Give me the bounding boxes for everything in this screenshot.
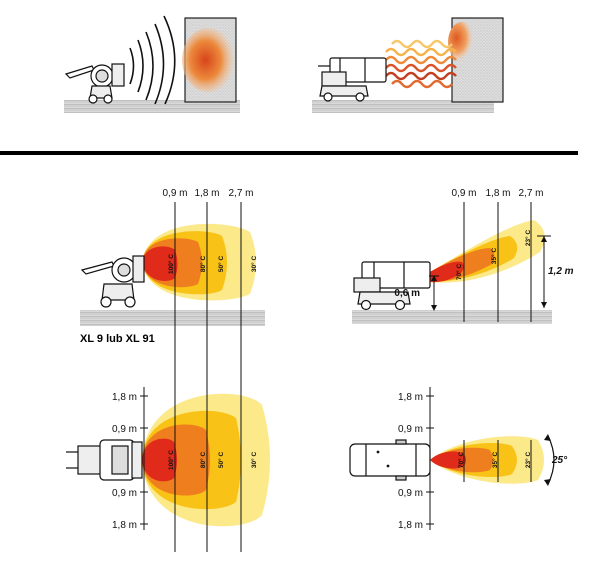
convection-heating-illustration [312, 17, 504, 113]
left-width-label-1: 1,8 m [112, 392, 137, 403]
temp-label-1: 100° C [167, 254, 175, 274]
temp-label-3: 50° C [217, 452, 225, 469]
height-dimension-high [537, 235, 551, 308]
left-distance-1: 0,9 m [162, 188, 187, 199]
right-distance-guides [429, 202, 532, 530]
right-width-label-3: 0,9 m [398, 488, 423, 499]
heat-glow [182, 28, 234, 92]
right-width-ticks [426, 395, 434, 525]
temp-label-2: 35° C [490, 248, 498, 265]
heat-zones [430, 220, 545, 283]
radiant-heater-icon [80, 255, 145, 308]
temp-label-4: 30° C [250, 452, 258, 469]
heat-zones [142, 223, 256, 301]
heat-zones [142, 393, 270, 527]
left-width-ticks [140, 395, 148, 525]
hot-air-flow [385, 39, 457, 89]
temp-label-3: 23° C [524, 452, 532, 469]
right-width-label-1: 1,8 m [398, 392, 423, 403]
floor [80, 310, 265, 326]
zone-hot [142, 438, 177, 482]
temp-label-1: 100° C [167, 450, 175, 470]
temp-label-1: 70° C [455, 264, 463, 281]
zone-hot [142, 246, 178, 281]
left-distance-guides [143, 202, 242, 552]
section-divider [0, 151, 578, 155]
right-distance-2: 1,8 m [485, 188, 510, 199]
forced-air-heater-icon [318, 57, 387, 102]
floor [312, 100, 494, 113]
left-width-label-3: 0,9 m [112, 488, 137, 499]
temp-label-1: 70° C [457, 452, 465, 469]
radiant-heater-icon [64, 63, 125, 104]
floor [352, 310, 552, 324]
right-width-label-2: 0,9 m [398, 424, 423, 435]
forced-air-heater-top-icon [349, 439, 431, 481]
heat-zones [430, 436, 544, 484]
radiant-heater-top-icon [66, 439, 143, 481]
left-width-label-2: 0,9 m [112, 424, 137, 435]
xl9-top-view: 100° C 80° C 50° C 30° C [66, 393, 270, 527]
temp-label-2: 80° C [199, 452, 207, 469]
forced-air-heater-icon [353, 261, 431, 311]
zone-hot [430, 451, 466, 469]
model-label: XL 9 lub XL 91 [80, 333, 155, 345]
left-distance-3: 2,7 m [228, 188, 253, 199]
zone-hot [430, 261, 464, 283]
temp-label-2: 35° C [491, 452, 499, 469]
right-heater-top-view: 70° C 35° C 23° C 25° [349, 434, 568, 486]
left-distance-2: 1,8 m [194, 188, 219, 199]
right-width-label-4: 1,8 m [398, 520, 423, 531]
temp-label-4: 30° C [250, 256, 258, 273]
right-distance-1: 0,9 m [451, 188, 476, 199]
temp-label-3: 50° C [217, 256, 225, 273]
spread-angle-arrow [544, 434, 555, 486]
radiant-heating-illustration [64, 15, 240, 113]
temp-label-2: 80° C [199, 256, 207, 273]
radiation-waves [129, 15, 176, 105]
temp-label-3: 23° C [524, 230, 532, 247]
spread-angle-label: 25° [551, 455, 568, 466]
right-heater-side-view: 70° C 35° C 23° C 0,6 m 1,2 m [352, 220, 574, 324]
right-distance-3: 2,7 m [518, 188, 543, 199]
height-dimension-low [429, 275, 439, 311]
left-width-label-4: 1,8 m [112, 520, 137, 531]
height-low-label: 0,6 m [394, 288, 420, 299]
height-high-label: 1,2 m [548, 266, 574, 277]
xl9-side-view: 100° C 80° C 50° C 30° C [80, 223, 265, 326]
